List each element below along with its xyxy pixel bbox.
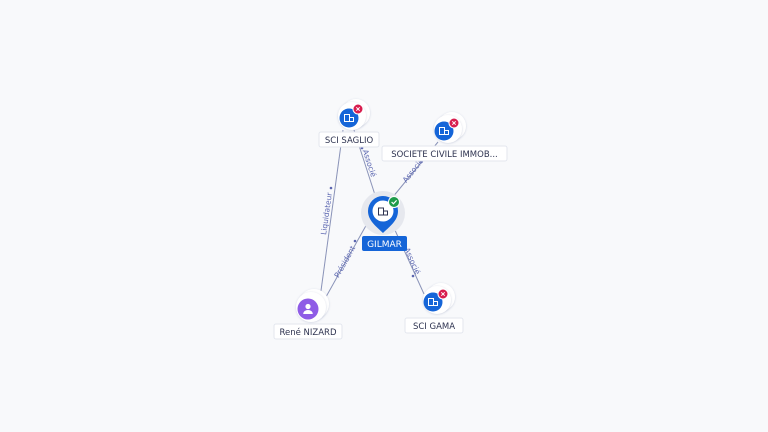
building-icon bbox=[378, 207, 388, 216]
edge-arrow bbox=[353, 239, 357, 243]
building-icon bbox=[428, 298, 438, 306]
closed-icon bbox=[448, 117, 460, 129]
node-sci-saglio[interactable]: SCI SAGLIO bbox=[318, 99, 380, 148]
building-icon bbox=[439, 127, 449, 135]
node-label-box bbox=[404, 317, 464, 334]
node-label-box bbox=[362, 236, 407, 251]
node-label-box bbox=[273, 323, 343, 340]
check-icon bbox=[388, 196, 400, 208]
edge-arrow bbox=[411, 274, 415, 278]
node-label-box bbox=[318, 131, 380, 148]
node-rene-nizard[interactable]: René NIZARD bbox=[273, 289, 343, 340]
node-gilmar[interactable]: GILMAR bbox=[361, 191, 407, 251]
closed-icon bbox=[352, 103, 364, 115]
node-label-societe: SOCIETE CIVILE IMMOB... bbox=[391, 150, 498, 160]
edge-arrow bbox=[329, 186, 333, 190]
edge-rene-saglio[interactable] bbox=[319, 129, 344, 299]
node-label-gilmar: GILMAR bbox=[367, 240, 402, 250]
edge-rene-gilmar[interactable] bbox=[321, 221, 369, 305]
node-label-gama: SCI GAMA bbox=[413, 322, 455, 332]
edges bbox=[319, 129, 439, 305]
node-sci-gama[interactable]: SCI GAMA bbox=[404, 283, 464, 334]
person-icon bbox=[303, 303, 313, 314]
node-societe-civile[interactable]: SOCIETE CIVILE IMMOB... bbox=[381, 112, 508, 162]
node-label-rene: René NIZARD bbox=[279, 327, 336, 338]
edge-label-president: Président bbox=[332, 244, 357, 279]
edge-label-associe-saglio: Associé bbox=[361, 148, 378, 178]
node-label-box bbox=[381, 145, 508, 162]
building-icon bbox=[344, 114, 354, 122]
closed-icon bbox=[437, 288, 449, 300]
node-label-saglio: SCI SAGLIO bbox=[325, 136, 374, 146]
